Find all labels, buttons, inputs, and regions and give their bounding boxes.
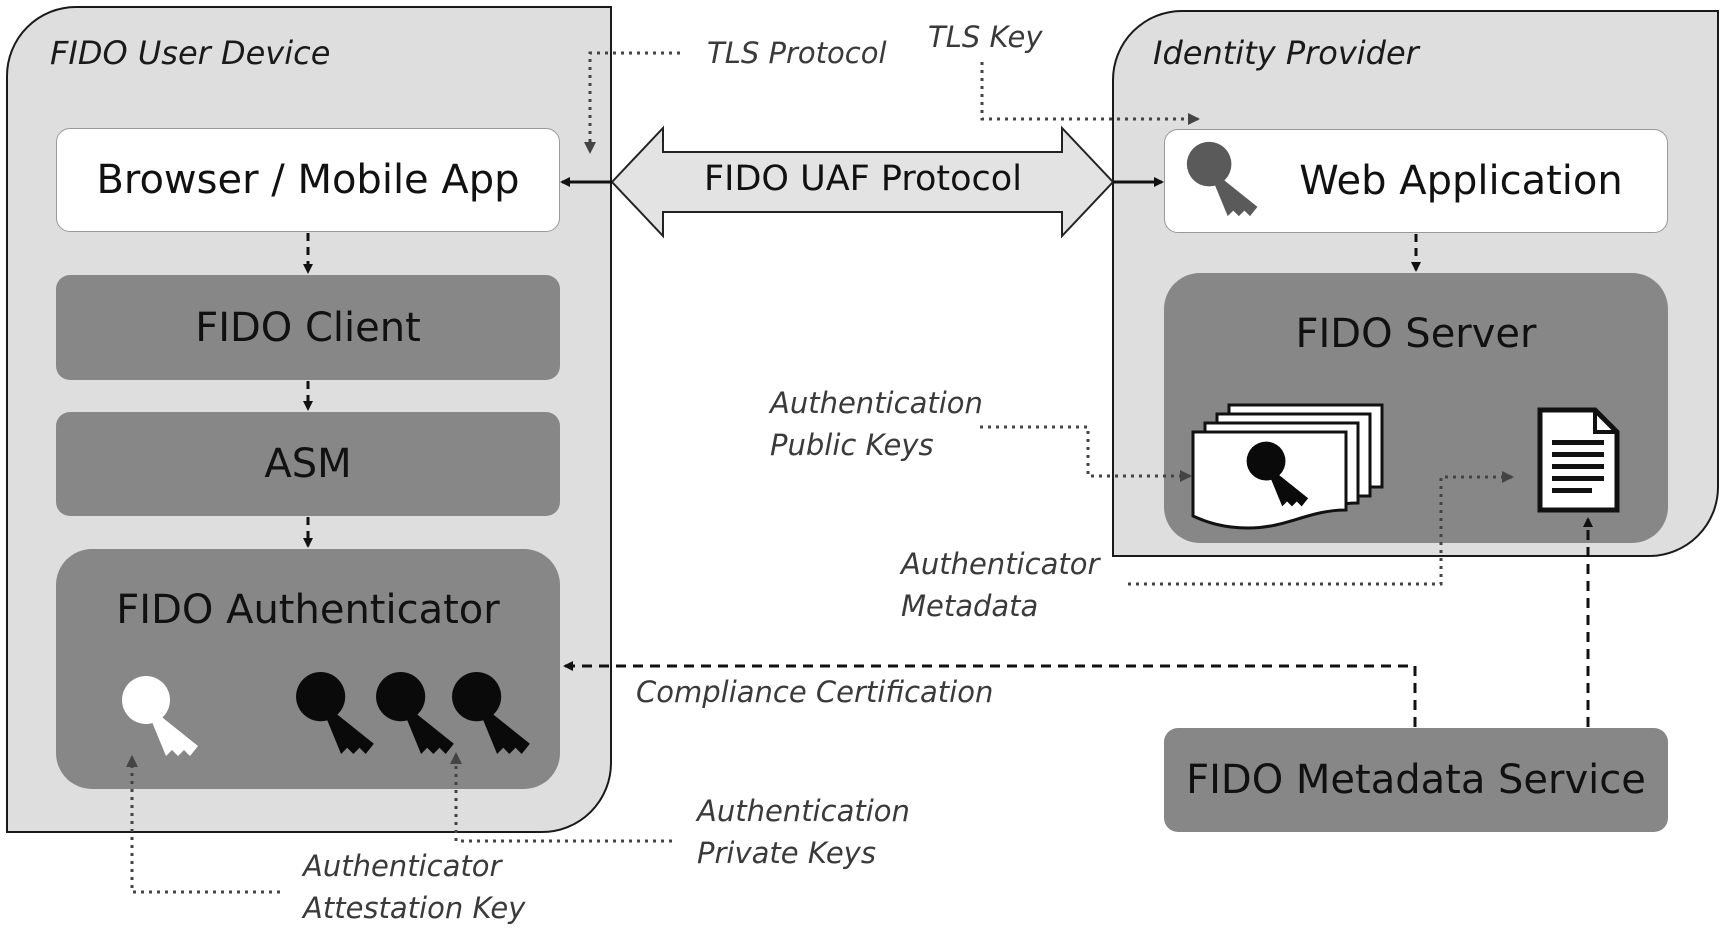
tls-protocol-leader [584, 51, 680, 154]
tls-protocol-label: TLS Protocol [707, 36, 887, 70]
fido-authenticator-label: FIDO Authenticator [116, 587, 500, 633]
private-keys-leader [450, 752, 672, 843]
browser-mobile-app-box[interactable]: Browser / Mobile App [56, 128, 560, 232]
metadata-document-icon [1537, 407, 1620, 513]
document-stack-icon [1191, 403, 1384, 530]
attestation-key-line1: Authenticator [303, 849, 502, 883]
web-application-label: Web Application [1299, 158, 1623, 204]
web-application-box[interactable]: Web Application [1164, 129, 1668, 233]
fido-authenticator-box[interactable]: FIDO Authenticator [56, 549, 560, 789]
auth-public-keys-label: Authentication Public Keys [770, 382, 983, 466]
fido-server-label: FIDO Server [1295, 311, 1537, 357]
attestation-key-leader [126, 755, 280, 894]
authenticator-metadata-line1: Authenticator [901, 547, 1100, 581]
browser-mobile-app-label: Browser / Mobile App [96, 157, 520, 203]
fido-client-box[interactable]: FIDO Client [56, 275, 560, 380]
attestation-key-icon [122, 676, 198, 756]
tls-key-label: TLS Key [928, 20, 1043, 54]
tls-key-leader [980, 62, 1200, 125]
authenticator-metadata-line2: Metadata [901, 589, 1039, 623]
auth-private-keys-label: Authentication Private Keys [697, 790, 910, 874]
auth-public-keys-line2: Public Keys [770, 428, 934, 462]
fido-user-device-title: FIDO User Device [50, 34, 331, 72]
compliance-certification-arrow [563, 661, 1417, 727]
private-key-icon [296, 672, 374, 754]
auth-private-keys-line1: Authentication [697, 794, 910, 828]
fido-client-label: FIDO Client [195, 304, 421, 351]
private-key-icon [452, 672, 530, 754]
compliance-certification-label: Compliance Certification [636, 675, 994, 709]
fido-metadata-service-label: FIDO Metadata Service [1186, 757, 1646, 803]
tls-key-icon [1186, 141, 1258, 217]
auth-public-keys-line1: Authentication [770, 386, 983, 420]
auth-private-keys-line2: Private Keys [697, 836, 876, 870]
public-keys-leader [980, 425, 1192, 482]
asm-label: ASM [264, 441, 352, 487]
asm-box[interactable]: ASM [56, 412, 560, 516]
attestation-key-line2: Attestation Key [303, 891, 526, 925]
fido-metadata-service-box[interactable]: FIDO Metadata Service [1164, 728, 1668, 832]
identity-provider-title: Identity Provider [1153, 34, 1419, 72]
private-key-icon [376, 672, 454, 754]
attestation-key-label: Authenticator Attestation Key [303, 845, 525, 929]
fido-uaf-protocol-label: FIDO UAF Protocol [704, 159, 1022, 199]
authenticator-metadata-label: Authenticator Metadata [901, 543, 1099, 627]
